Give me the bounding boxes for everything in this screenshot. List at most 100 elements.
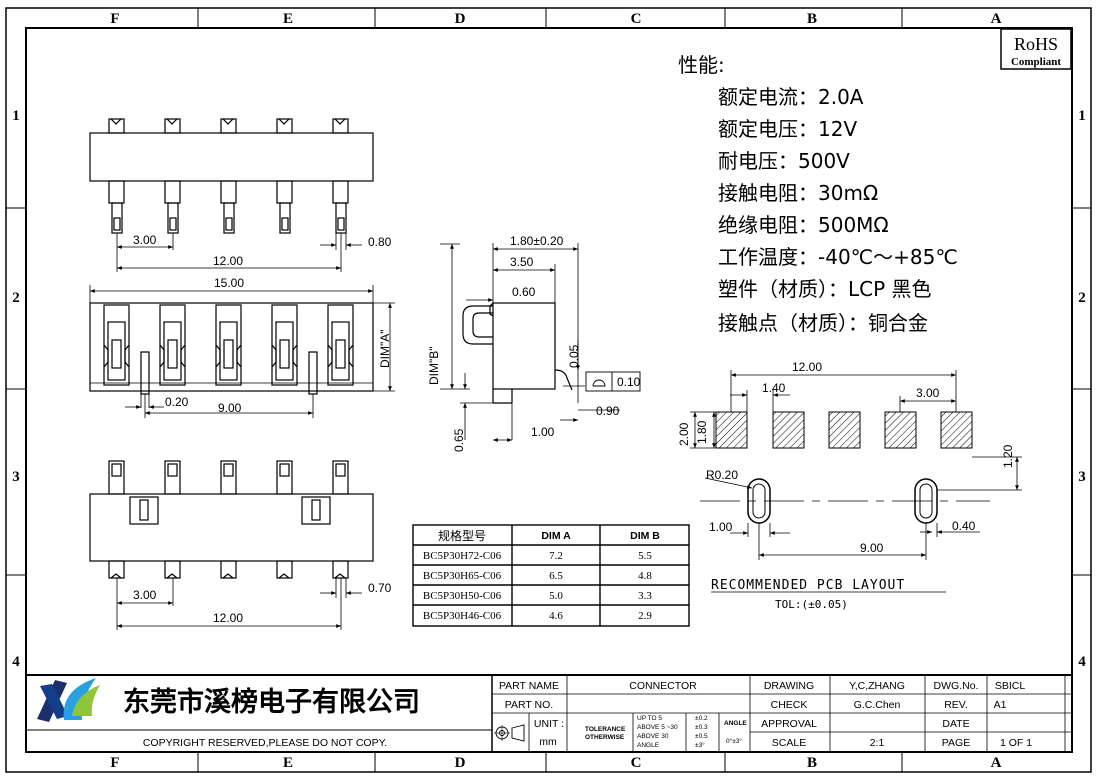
scale-label: SCALE [772, 737, 806, 749]
copyright-text: COPYRIGHT RESERVED,PLEASE DO NOT COPY. [143, 737, 387, 749]
spec-table-header: 规格型号 [438, 528, 486, 543]
zone-col-top: F [110, 11, 119, 27]
dim-d4: 0.05 [567, 344, 581, 368]
pcb-layout [690, 370, 1022, 560]
rev-label: REV. [944, 699, 968, 711]
spec-table-cell: 5.5 [638, 550, 652, 562]
dim-pitch-a: 1.40 [762, 381, 786, 395]
zone-row-left: 3 [12, 469, 20, 485]
tol-range: UP TO 5 [637, 715, 662, 722]
zone-row-right: 4 [1078, 654, 1086, 670]
spec-table-header: DIM B [630, 530, 660, 542]
zone-col-bottom: B [807, 755, 817, 771]
dim-span: 12.00 [792, 360, 822, 374]
tol-range: ABOVE 30 [637, 733, 669, 740]
tol-value: ±3° [695, 741, 705, 749]
dim-radius: R0.20 [706, 468, 738, 482]
dim-v: 1.20 [1001, 444, 1015, 468]
zone-col-bottom: D [455, 755, 466, 771]
tol-range: ANGLE [637, 742, 660, 749]
spec-table-cell: 6.5 [549, 570, 563, 582]
dim-post: 9.00 [860, 541, 884, 555]
zone-row-left: 2 [12, 290, 20, 306]
bottom-view-pin [108, 460, 125, 579]
spec-line: 绝缘电阻：500MΩ [718, 213, 889, 237]
part-name-label: PART NAME [499, 680, 559, 692]
top-view-dims: 3.00 12.00 0.80 [133, 233, 392, 268]
top-view-pin [164, 118, 181, 234]
company-logo [37, 678, 100, 722]
dim-d2: 3.50 [510, 255, 534, 269]
pcb-pad [884, 411, 917, 449]
approval-label: APPROVAL [761, 718, 817, 730]
zone-col-top: A [991, 11, 1002, 27]
spec-line: 额定电压：12V [718, 117, 857, 141]
bottom-view-dims: 3.00 12.00 0.70 [133, 581, 392, 625]
spec-table-cell: BC5P30H50-C06 [423, 590, 502, 602]
pcb-dims: 12.00 1.40 3.00 2.00 1.80 1.20 R0.20 1.0… [677, 360, 1015, 555]
top-view-pin [276, 118, 293, 234]
dim-w1: 1.00 [709, 520, 733, 534]
zone-row-left: 1 [12, 108, 20, 124]
dim-flat: 0.10 [617, 375, 641, 389]
zone-row-right: 1 [1078, 108, 1086, 124]
pcb-pad [940, 411, 973, 449]
rohs-badge: RoHS Compliant [1000, 28, 1072, 70]
zone-labels: F E D C B A F E D C B A 1 2 3 4 1 2 3 4 [12, 11, 1086, 771]
tol-value: ±0.5 [695, 733, 708, 740]
spec-table-cell: 2.9 [638, 610, 652, 622]
spec-table-cell: 5.0 [549, 590, 563, 602]
unit-value: mm [539, 736, 557, 748]
bottom-view-pin [220, 460, 237, 579]
zone-col-bottom: E [283, 755, 293, 771]
dim-width: 15.00 [214, 276, 244, 290]
dim-d7: 1.00 [531, 425, 555, 439]
dim-h2: 1.80 [695, 420, 709, 444]
check-label: CHECK [771, 699, 808, 711]
dwg-label: DWG.No. [934, 680, 979, 692]
side-view [440, 243, 641, 442]
zone-col-bottom: F [110, 755, 119, 771]
spec-line: 塑件（材质）：LCP 黑色 [718, 277, 932, 301]
front-view-contact [271, 304, 298, 386]
title-block: 东莞市溪榜电子有限公司 COPYRIGHT RESERVED,PLEASE DO… [26, 674, 1072, 752]
dim-w2: 0.40 [952, 519, 976, 533]
top-view [89, 118, 374, 272]
zone-col-bottom: C [631, 755, 642, 771]
dim-b: DIM"B" [427, 346, 441, 385]
dim-small: 0.20 [165, 395, 189, 409]
otherwise-label: OTHERWISE [585, 734, 625, 741]
spec-table-cell: BC5P30H46-C06 [423, 610, 502, 622]
drawing-value: Y,C,ZHANG [849, 680, 905, 692]
part-no-label: PART NO. [505, 699, 553, 711]
spec-line: 工作温度：-40℃～+85℃ [718, 245, 958, 269]
unit-label: UNIT : [534, 718, 564, 730]
angle-label: ANGLE [724, 720, 747, 727]
dim-pitch-b: 3.00 [916, 386, 940, 400]
part-name-value: CONNECTOR [629, 680, 697, 692]
dim-pitch: 3.00 [133, 233, 157, 247]
dwg-value: SBICL [995, 680, 1026, 692]
check-value: G.C.Chen [854, 699, 901, 711]
front-view-contact [215, 304, 242, 386]
pcb-tolerance: TOL:(±0.05) [775, 598, 848, 611]
spec-line: 接触点（材质）：铜合金 [718, 311, 928, 335]
drawing-label: DRAWING [764, 680, 814, 692]
dim-d6: 0.65 [452, 428, 466, 452]
zone-col-top: E [283, 11, 293, 27]
spec-block: 性能: 额定电流：2.0A 额定电压：12V 耐电压：500V 接触电阻：30m… [678, 53, 958, 335]
spec-table-cell: 4.6 [549, 610, 563, 622]
dim-pitch: 3.00 [133, 588, 157, 602]
spec-table-cell: BC5P30H72-C06 [423, 550, 502, 562]
spec-table-cell: 3.3 [638, 590, 652, 602]
front-view [89, 285, 395, 418]
dim-d5: 0.90 [596, 404, 620, 418]
front-view-contact [327, 304, 354, 386]
tol-value: ±0.2 [695, 715, 708, 722]
zone-row-right: 3 [1078, 469, 1086, 485]
zone-col-top: C [631, 11, 642, 27]
dim-span: 12.00 [213, 611, 243, 625]
dim-h1: 2.00 [677, 422, 691, 446]
bottom-view-pin [276, 460, 293, 579]
